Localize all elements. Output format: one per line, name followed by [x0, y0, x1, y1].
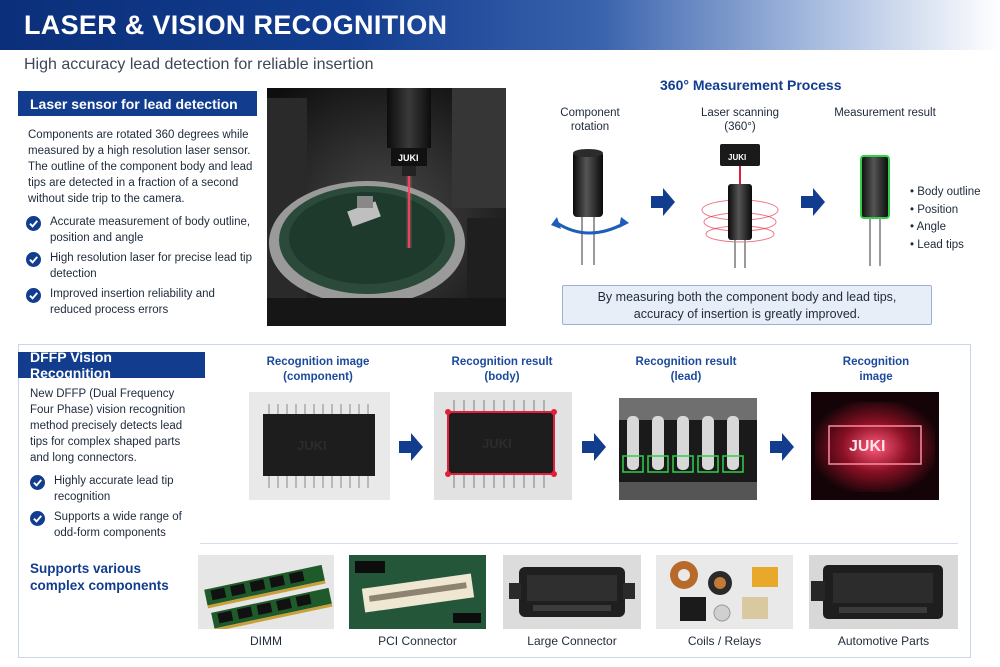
arrow-right-icon	[582, 433, 606, 461]
page-title: LASER & VISION RECOGNITION	[24, 10, 448, 40]
component-label: Automotive Parts	[837, 634, 930, 648]
recognition-result-body: JUKI	[434, 392, 572, 500]
check-icon	[26, 288, 41, 303]
accuracy-note-line2: accuracy of insertion is greatly improve…	[633, 307, 861, 321]
stage-label-line: (body)	[484, 371, 520, 383]
stage-label-line: (component)	[283, 371, 353, 383]
stage-label-line: Recognition result	[635, 356, 737, 368]
arrow-right-icon	[651, 188, 675, 216]
laser-feature-item: High resolution laser for precise lead t…	[26, 251, 256, 282]
coils-relays-illustration	[670, 561, 778, 622]
large-connector-illustration	[509, 567, 635, 617]
dffp-description: New DFFP (Dual Frequency Four Phase) vis…	[30, 388, 186, 464]
dffp-feature-item: Supports a wide range of odd-form compon…	[30, 510, 195, 541]
stage-label-line: Recognition result	[451, 356, 553, 368]
arrow-right-icon	[770, 433, 794, 461]
dimm-illustration	[204, 564, 333, 629]
check-icon	[30, 511, 45, 526]
component-label: DIMM	[250, 634, 282, 648]
check-icon	[26, 252, 41, 267]
laser-scanning-illustration: JUKI	[701, 144, 779, 268]
dffp-section-label: DFFP Vision Recognition	[18, 349, 205, 381]
laser-feature-text: High resolution laser for precise lead t…	[50, 252, 252, 280]
section-divider	[200, 543, 958, 544]
arrow-right-icon	[801, 188, 825, 216]
glowing-chip-illustration: JUKI	[815, 402, 935, 492]
component-label: Large Connector	[527, 634, 617, 648]
laser-section-label: Laser sensor for lead detection	[18, 91, 257, 116]
step-label-result: Measurement result	[834, 107, 936, 119]
result-item: Position	[910, 202, 981, 220]
laser-section-label-text: Laser sensor for lead detection	[30, 95, 238, 112]
supports-title-line: complex components	[30, 578, 169, 593]
stage-label-line: Recognition	[842, 356, 910, 368]
dffp-feature-text: Supports a wide range of odd-form compon…	[54, 511, 182, 539]
scanner-brand-mark: JUKI	[728, 153, 746, 162]
accuracy-note: By measuring both the component body and…	[562, 285, 932, 325]
measurement-result-list: Body outline Position Angle Lead tips	[910, 184, 981, 254]
recognition-image-component: JUKI	[249, 392, 390, 500]
dffp-feature-item: Highly accurate lead tip recognition	[30, 474, 195, 505]
component-photo-large-connector	[503, 555, 641, 629]
stage-label-line: Recognition image	[266, 356, 370, 368]
page-subtitle: High accuracy lead detection for reliabl…	[24, 56, 374, 73]
laser-description: Components are rotated 360 degrees while…	[28, 129, 253, 205]
laser-feature-item: Improved insertion reliability and reduc…	[26, 287, 256, 318]
result-item: Angle	[910, 219, 981, 237]
supports-title-line: Supports various	[30, 561, 142, 576]
component-photo-pci	[349, 555, 486, 629]
chip-brand-mark: JUKI	[297, 438, 327, 453]
accuracy-note-line1: By measuring both the component body and…	[597, 290, 897, 304]
result-item: Body outline	[910, 184, 980, 202]
chip-brand-mark: JUKI	[849, 438, 885, 455]
stage-label-line: (lead)	[670, 371, 702, 383]
dffp-feature-text: Highly accurate lead tip recognition	[54, 475, 174, 503]
header-banner: LASER & VISION RECOGNITION	[0, 0, 1000, 50]
capacitor-rotation-illustration	[551, 149, 629, 265]
result-item: Lead tips	[910, 237, 981, 255]
laser-feature-text: Accurate measurement of body outline, po…	[50, 216, 251, 244]
recognition-result-lead	[619, 398, 757, 500]
stage-label-line: image	[859, 371, 893, 383]
step-label-scanning: Laser scanning (360°)	[701, 107, 779, 133]
component-photo-automotive	[809, 555, 958, 629]
dffp-section-label-text: DFFP Vision Recognition	[30, 349, 112, 381]
chip-illustration: JUKI	[263, 404, 375, 488]
component-photo-coils	[656, 555, 793, 629]
component-label: Coils / Relays	[687, 634, 762, 648]
laser-sensor-photo: JUKI	[267, 88, 506, 326]
stage-label-component: Recognition image (component)	[248, 355, 388, 385]
laser-feature-list: Accurate measurement of body outline, po…	[26, 215, 256, 323]
stage-label-image: Recognition image	[806, 355, 946, 385]
process-title: 360° Measurement Process	[660, 77, 842, 93]
chip-brand-mark: JUKI	[482, 436, 512, 451]
lead-detection-illustration	[619, 398, 757, 500]
stage-label-lead: Recognition result (lead)	[616, 355, 756, 385]
component-photo-dimm	[198, 555, 334, 629]
laser-feature-text: Improved insertion reliability and reduc…	[50, 288, 215, 316]
pci-connector-illustration	[349, 555, 486, 629]
chip-body-detection-illustration: JUKI	[445, 400, 557, 488]
laser-sensor-illustration: JUKI	[267, 88, 506, 326]
camera-brand-mark: JUKI	[398, 153, 419, 163]
component-label: PCI Connector	[378, 634, 457, 648]
measurement-result-illustration	[860, 155, 890, 266]
dffp-panel	[18, 344, 971, 658]
laser-feature-item: Accurate measurement of body outline, po…	[26, 215, 256, 246]
check-icon	[30, 475, 45, 490]
automotive-parts-illustration	[811, 565, 943, 619]
arrow-right-icon	[399, 433, 423, 461]
check-icon	[26, 216, 41, 231]
stage-label-body: Recognition result (body)	[432, 355, 572, 385]
dffp-feature-list: Highly accurate lead tip recognition Sup…	[30, 474, 195, 546]
recognition-image-glow: JUKI	[811, 392, 939, 500]
supports-title: Supports various complex components	[30, 560, 169, 594]
step-label-rotation: Component rotation	[560, 107, 620, 133]
